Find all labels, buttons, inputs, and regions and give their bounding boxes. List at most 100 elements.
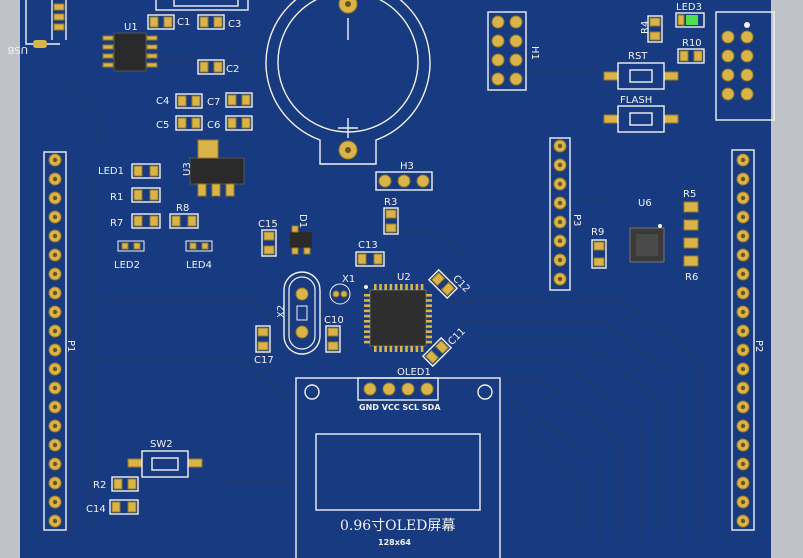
r9-resistor: R9	[591, 227, 607, 269]
board-right-edge	[771, 0, 803, 558]
led3-label: LED3	[676, 2, 702, 13]
p1-header: P1	[43, 151, 76, 531]
p1-pin-hole	[52, 461, 58, 467]
p1-pin-hole	[52, 347, 58, 353]
u2-pin	[410, 346, 413, 352]
c15-label: C15	[258, 219, 278, 230]
p2-pin-hole	[740, 366, 746, 372]
p1-pin-hole	[52, 176, 58, 182]
sw2-button: SW2	[127, 439, 203, 478]
u2-pin	[389, 346, 393, 352]
p2-pin-hole	[740, 233, 746, 239]
c2-capacitor: C2	[197, 59, 239, 75]
p3-label: P3	[571, 214, 582, 226]
u6-sensor: U6	[629, 198, 665, 263]
r4-label: R4	[640, 21, 651, 34]
p3-header: P3	[549, 137, 582, 291]
h1-label: H1	[529, 46, 540, 60]
r4-resistor: R4	[640, 15, 663, 43]
p1-pin-hole	[52, 195, 58, 201]
p3-pin-hole	[557, 276, 563, 282]
x2-crystal: X2	[276, 271, 321, 355]
p1-pin-hole	[52, 518, 58, 524]
u3-regulator: U3	[182, 139, 245, 197]
p2-pin-hole	[740, 480, 746, 486]
p2-pin-hole	[740, 214, 746, 220]
u2-pin	[426, 320, 432, 323]
u2-pin	[364, 294, 370, 297]
p1-pin-hole	[52, 233, 58, 239]
p1-pin-hole	[52, 423, 58, 429]
u2-pin	[426, 304, 432, 307]
p3-pin-hole	[557, 257, 563, 263]
p2-pin-hole	[740, 328, 746, 334]
copper-traces	[59, 59, 701, 540]
d1-diode: D1	[290, 214, 312, 255]
p2-label: P2	[753, 340, 764, 352]
c3-label: C3	[228, 19, 241, 30]
p3-pin-hole	[557, 200, 563, 206]
usb-connector: USB	[7, 0, 67, 55]
u6-label: U6	[638, 198, 652, 209]
p2-pin-hole	[740, 195, 746, 201]
u2-pin	[394, 346, 398, 352]
u2-pin	[420, 284, 424, 290]
c6-capacitor: C6	[207, 115, 253, 131]
u2-pin	[364, 330, 370, 333]
p1-pin-hole	[52, 328, 58, 334]
led4-label: LED4	[186, 260, 212, 271]
p2-pin-hole	[740, 423, 746, 429]
u2-pin	[415, 346, 419, 352]
oled-resolution: 128x64	[378, 538, 411, 547]
p1-pin-hole	[52, 385, 58, 391]
r6-resistor: R6	[683, 237, 699, 283]
r5-resistor: R5	[683, 189, 699, 231]
c10-capacitor: C10	[324, 315, 344, 353]
r10-resistor: R10	[677, 38, 705, 64]
p1-pin-hole	[52, 290, 58, 296]
u2-pin	[374, 346, 377, 352]
p1-pin-hole	[52, 404, 58, 410]
x1-label: X1	[342, 274, 355, 285]
u2-pin	[426, 330, 432, 333]
h3-label: H3	[400, 161, 414, 172]
c17-capacitor: C17	[254, 325, 274, 366]
u2-pin	[384, 346, 387, 352]
p1-pin-hole	[52, 214, 58, 220]
p2-pin-hole	[740, 290, 746, 296]
c13-capacitor: C13	[355, 240, 385, 267]
r2-resistor: R2	[93, 476, 139, 492]
u2-pin	[426, 294, 432, 297]
p1-pin-hole	[52, 271, 58, 277]
c1-label: C1	[177, 17, 190, 28]
top-component-outline	[155, 0, 249, 11]
c10-label: C10	[324, 315, 344, 326]
c5-capacitor: C5	[156, 115, 203, 131]
rst-label: RST	[628, 51, 648, 62]
oled-pin-labels: GND VCC SCL SDA	[359, 403, 441, 412]
u2-pin	[405, 346, 408, 352]
u2-pin	[364, 299, 370, 302]
oled-caption: 0.96寸OLED屏幕	[340, 518, 455, 534]
r3-label: R3	[384, 197, 397, 208]
r8-resistor: R8	[169, 203, 199, 229]
u2-pin	[389, 284, 393, 290]
u2-pin	[426, 309, 432, 313]
u2-pin	[426, 299, 432, 302]
u2-pin	[410, 284, 413, 290]
u2-pin	[364, 309, 370, 313]
p1-pin-hole	[52, 366, 58, 372]
led1-label: LED1	[98, 166, 124, 177]
p2-header: P2	[731, 149, 764, 531]
r5-label: R5	[683, 189, 696, 200]
battery-holder	[265, 0, 431, 165]
oled1-label: OLED1	[397, 367, 431, 378]
u2-pin	[426, 325, 432, 328]
u2-pin	[426, 340, 432, 344]
u2-pin	[364, 340, 370, 344]
usb-label: USB	[7, 44, 28, 55]
p2-pin-hole	[740, 442, 746, 448]
p2-pin-hole	[740, 157, 746, 163]
p2-pin-hole	[740, 252, 746, 258]
c13-label: C13	[358, 240, 378, 251]
